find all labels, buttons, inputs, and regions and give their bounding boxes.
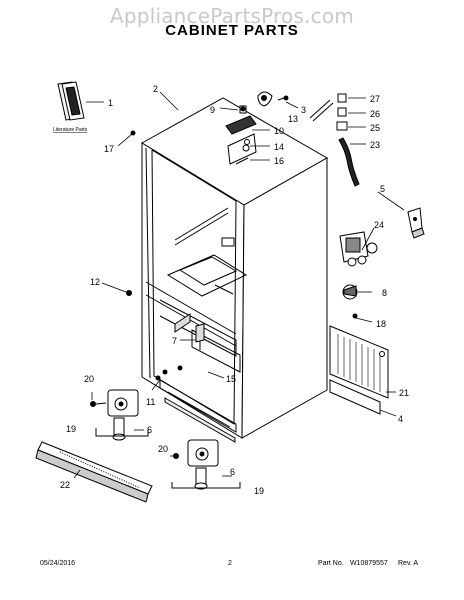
callout-17: 17 [104,144,114,154]
callout-23: 23 [370,140,380,150]
callout-6-left: 6 [147,425,152,435]
footer-part-number: W10879557 [350,560,388,567]
switch-parts [309,93,360,187]
callout-4: 4 [398,414,403,424]
callout-25: 25 [370,123,380,133]
footer-page-number: 2 [228,560,232,567]
watermark: AppliancePartsPros.com [110,4,354,28]
left-roller-assembly [90,389,139,441]
callout-24: 24 [374,220,384,230]
footer-date: 05/24/2016 [40,560,76,567]
callout-2: 2 [153,84,158,94]
callout-19-left: 19 [66,424,76,434]
callout-19-right: 19 [254,486,264,496]
callout-6-right: 6 [230,467,235,477]
callout-16: 16 [274,156,284,166]
top-hinge-parts [225,91,289,165]
water-valve [339,231,378,267]
footer-revision: Rev. A [398,560,419,567]
callout-26: 26 [370,109,380,119]
page-title: CABINET PARTS [165,22,299,39]
callout-13: 13 [288,114,298,124]
callout-27: 27 [370,94,380,104]
literature-label: Literature Parts [53,127,88,133]
callout-1: 1 [108,98,113,108]
callout-5: 5 [380,184,385,194]
callout-9: 9 [210,105,215,115]
fan-part [342,284,358,300]
callout-20-left: 20 [84,374,94,384]
rear-cover [329,313,389,415]
callout-11: 11 [146,397,155,407]
callout-22: 22 [60,480,70,490]
callout-18: 18 [376,319,386,329]
callout-12: 12 [90,277,100,287]
footer-part-label: Part No. [318,560,344,567]
callout-10: 10 [274,126,284,136]
callout-15: 15 [226,374,236,384]
literature-booklet [57,81,85,121]
callout-7: 7 [172,336,177,346]
callout-8: 8 [382,288,387,298]
cabinet [141,97,329,443]
callout-21: 21 [399,388,409,398]
callout-14: 14 [274,142,284,152]
callout-3: 3 [301,105,306,115]
right-roller-assembly [173,439,219,490]
bracket-part [407,207,425,239]
callout-20-right: 20 [158,444,168,454]
toe-grille [35,441,153,503]
